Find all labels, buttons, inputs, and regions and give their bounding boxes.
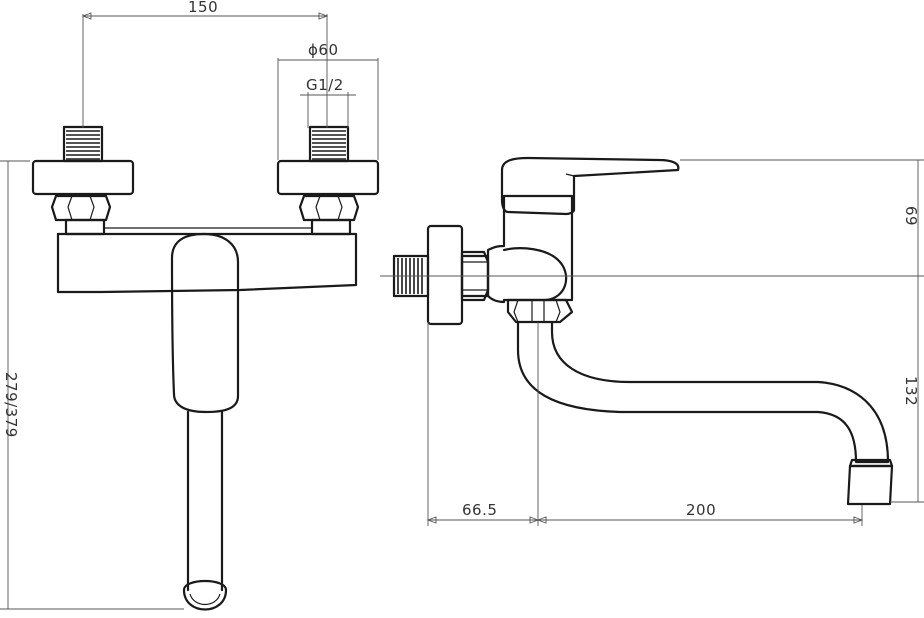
dim-diameter-60-label: ϕ60 bbox=[308, 41, 338, 59]
mixer-body bbox=[56, 232, 358, 294]
left-threaded-inlet bbox=[62, 125, 104, 163]
dimension-lines bbox=[0, 12, 924, 610]
side-mixer-body bbox=[486, 194, 574, 304]
spout-front bbox=[182, 410, 228, 611]
dim-200-label: 200 bbox=[686, 501, 716, 519]
aerator bbox=[846, 464, 894, 506]
front-view bbox=[31, 125, 380, 611]
lever-handle-front bbox=[170, 232, 240, 414]
dim-132-label: 132 bbox=[902, 376, 920, 406]
dim-69-label: 69 bbox=[902, 206, 920, 226]
left-hex-nut bbox=[50, 194, 112, 222]
side-view bbox=[392, 156, 894, 506]
lever-handle-side bbox=[500, 156, 680, 216]
right-threaded-inlet bbox=[308, 125, 350, 163]
dim-279-379-label: 279/379 bbox=[2, 372, 20, 438]
spout-swivel-ring bbox=[506, 298, 574, 324]
right-connector-stem bbox=[310, 218, 352, 236]
side-escutcheon-plate bbox=[426, 224, 464, 326]
right-escutcheon-plate bbox=[276, 159, 380, 196]
dim-g12-label: G1/2 bbox=[306, 76, 344, 94]
left-escutcheon-plate bbox=[31, 159, 135, 196]
left-connector-stem bbox=[64, 218, 106, 236]
dim-150-label: 150 bbox=[188, 0, 218, 16]
dim-66-5-label: 66.5 bbox=[462, 501, 497, 519]
right-hex-nut bbox=[298, 194, 360, 222]
spout-side bbox=[516, 320, 890, 464]
